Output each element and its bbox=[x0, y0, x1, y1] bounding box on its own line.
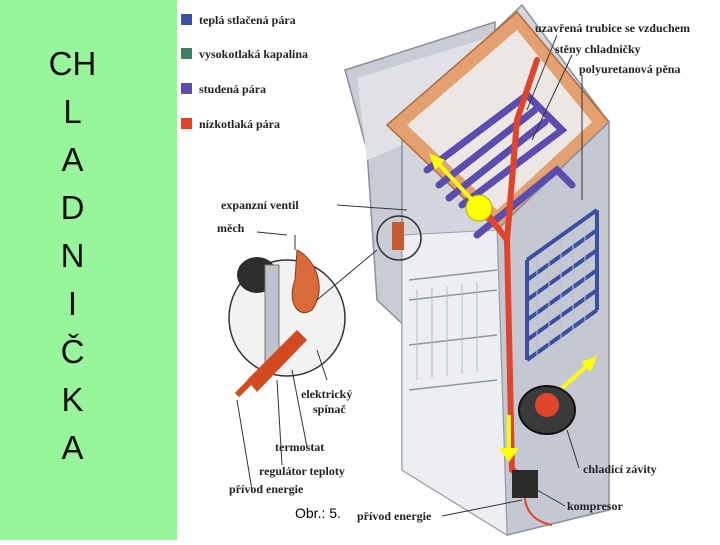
bellows-shape bbox=[291, 249, 320, 313]
title-letter: Č bbox=[60, 333, 85, 370]
flow-markers bbox=[429, 153, 597, 462]
arrow-up-left-icon bbox=[435, 160, 476, 204]
refrigerator-diagram: teplá stlačená pára vysokotlaká kapalina… bbox=[177, 0, 720, 540]
power-cable bbox=[524, 497, 553, 526]
title-letter: L bbox=[63, 93, 82, 130]
callout-polyurethane-foam: polyuretanová pěna bbox=[579, 62, 680, 76]
callout-electric-switch: spínač bbox=[313, 402, 346, 416]
title-letter: A bbox=[61, 429, 84, 466]
legend: teplá stlačená pára vysokotlaká kapalina… bbox=[181, 13, 308, 131]
legend-swatch bbox=[181, 83, 192, 94]
shelves bbox=[408, 269, 498, 391]
callout-compressor: kompresor bbox=[567, 499, 623, 513]
valve-body bbox=[392, 222, 404, 250]
title-letter: K bbox=[61, 381, 84, 418]
valve-circle bbox=[376, 215, 422, 261]
callout-electric-switch: elektrický bbox=[301, 387, 352, 401]
title-sidebar: CH L A D N I Č K A bbox=[0, 0, 177, 540]
callout-thermostat: termostat bbox=[275, 440, 324, 454]
title-letter: CH bbox=[48, 45, 97, 82]
switch-wire bbox=[234, 342, 290, 398]
callout-sealed-tube: uzavřená trubice se vzduchem bbox=[535, 21, 690, 35]
power-box bbox=[512, 470, 538, 498]
callout-temperature-regulator: regulátor teploty bbox=[259, 464, 345, 478]
fridge-interior bbox=[401, 229, 508, 536]
legend-swatch bbox=[181, 48, 192, 59]
condenser-fins bbox=[536, 221, 586, 355]
legend-label: studená pára bbox=[199, 82, 266, 96]
compressor-unit bbox=[512, 385, 576, 526]
zoom-bubble bbox=[228, 215, 422, 398]
arrow-up-right-head bbox=[581, 356, 597, 372]
arrow-up-right-icon bbox=[560, 362, 591, 390]
arrow-up-left-head bbox=[429, 153, 445, 170]
condenser-coils bbox=[525, 208, 599, 362]
title-letter: D bbox=[60, 189, 85, 226]
callouts: uzavřená trubice se vzduchem stěny chlad… bbox=[217, 21, 690, 523]
legend-label: vysokotlaká kapalina bbox=[199, 47, 308, 61]
compressor-motor bbox=[535, 393, 559, 417]
thermostat-plate bbox=[264, 264, 280, 366]
legend-swatch bbox=[181, 118, 192, 129]
wire-shelf bbox=[416, 282, 478, 380]
callout-power-supply: přívod energie bbox=[229, 482, 304, 496]
legend-label: teplá stlačená pára bbox=[199, 13, 296, 27]
legend-label: nízkotlaká pára bbox=[199, 117, 280, 131]
callout-fridge-walls: stěny chladničky bbox=[555, 42, 641, 56]
title-letter: A bbox=[61, 141, 84, 178]
callout-lines bbox=[236, 34, 583, 517]
callout-power-supply: přívod energie bbox=[357, 509, 432, 523]
arrow-down-head bbox=[499, 448, 519, 462]
callout-expansion-valve: expanzní ventil bbox=[221, 198, 299, 212]
figure-caption: Obr.: 5. bbox=[293, 505, 343, 521]
title-letter: I bbox=[67, 285, 78, 322]
zoom-leader bbox=[316, 249, 378, 301]
title-letter: N bbox=[60, 237, 85, 274]
callout-cooling-coils: chladicí závity bbox=[583, 462, 657, 476]
diagram-svg: teplá stlačená pára vysokotlaká kapalina… bbox=[181, 3, 690, 536]
switch-contact bbox=[247, 330, 307, 392]
legend-swatch bbox=[181, 14, 192, 25]
callout-bellows: měch bbox=[217, 221, 245, 235]
